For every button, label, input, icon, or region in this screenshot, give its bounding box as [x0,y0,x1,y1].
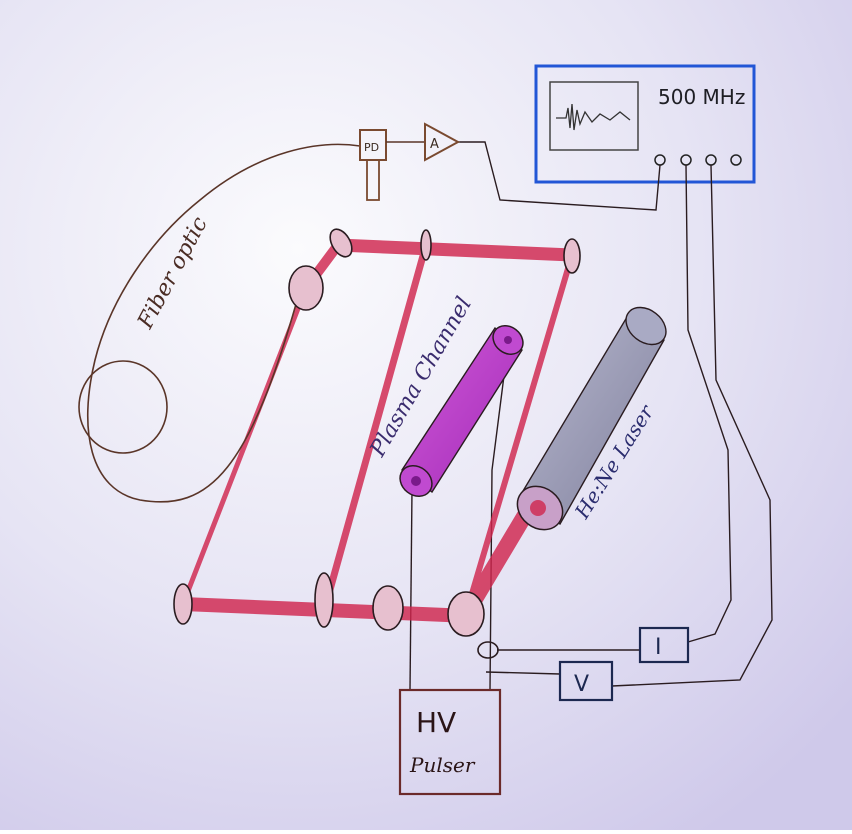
amplifier-label: A [430,137,439,152]
hv-pulser-subtitle: Pulser [409,753,476,777]
plasma-top-bore [504,336,512,344]
photodiode-label: PD [364,141,379,154]
hv-pulser-title: HV [416,706,456,739]
mirror-top-right [564,239,580,273]
lens-bottom [373,586,403,630]
voltage-label: V [574,672,589,697]
mirror-fiber-coupler [289,266,323,310]
mirror-bottom-right [448,592,484,636]
mirror-bottom-left [174,584,192,624]
current-label: I [655,635,662,660]
laser-aperture [530,500,546,516]
beam-splitter-bottom [315,573,333,627]
beam-splitter-top [421,230,431,260]
plasma-bottom-bore [411,476,421,486]
oscilloscope-label: 500 MHz [658,85,745,109]
